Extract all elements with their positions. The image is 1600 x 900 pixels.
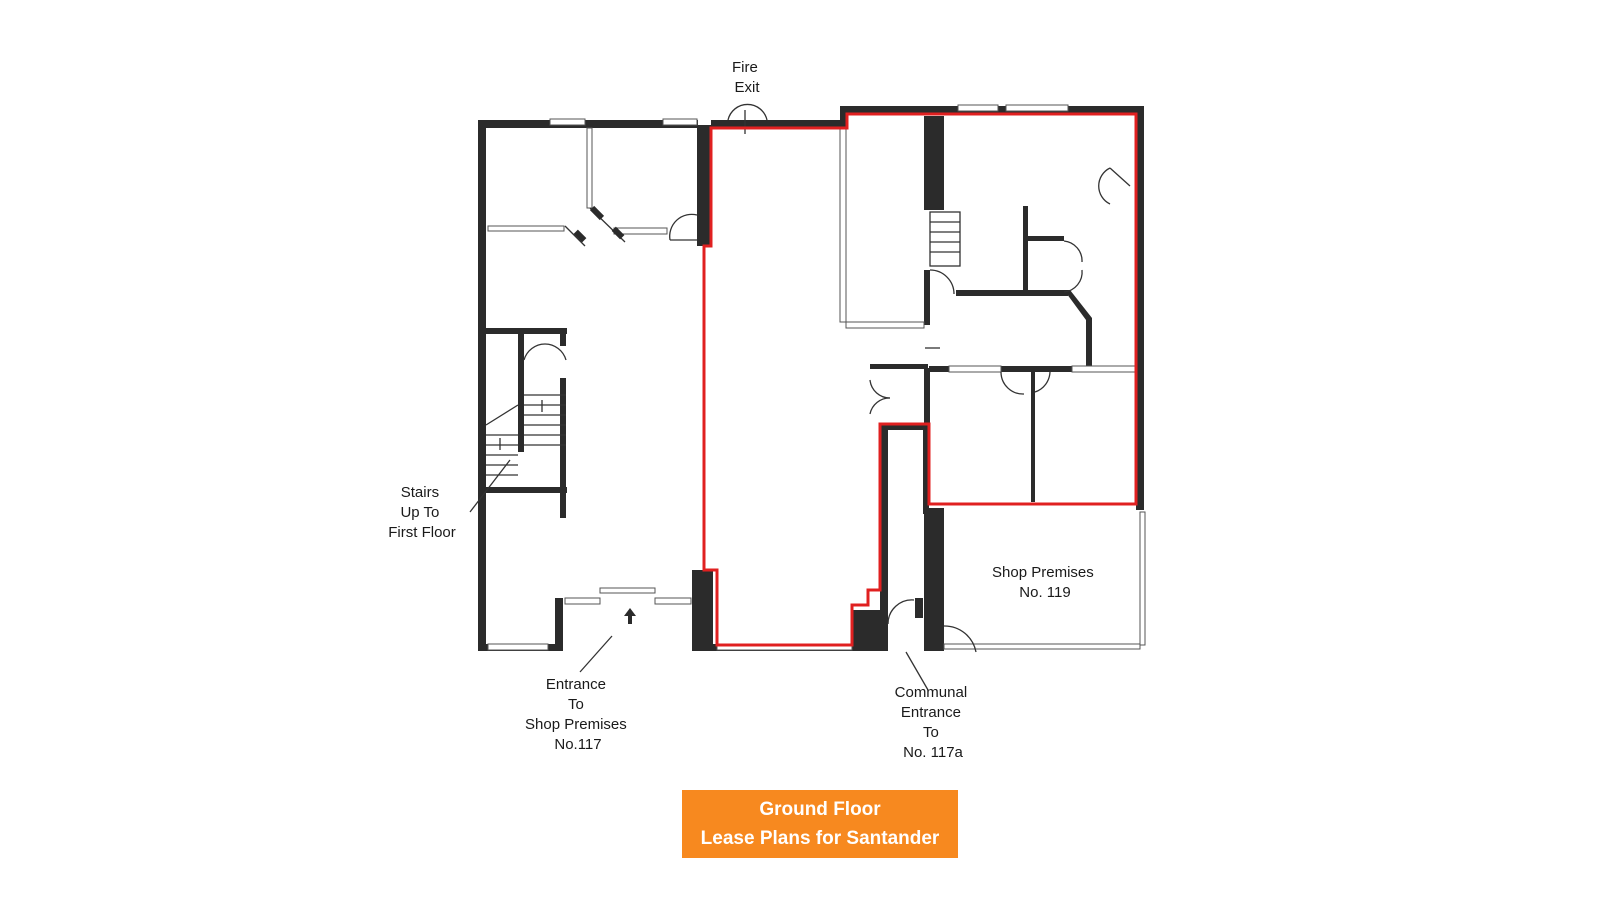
- doors-and-stairs: [485, 103, 1131, 653]
- entrance-117-label: Entrance To Shop Premises No.117: [525, 676, 631, 753]
- caption-line-1: Ground Floor: [759, 799, 881, 820]
- caption-line-2: Lease Plans for Santander: [700, 828, 940, 849]
- communal-entrance-label: Communal Entrance To No. 117a: [895, 684, 972, 761]
- caption-banner: Ground Floor Lease Plans for Santander: [682, 790, 958, 858]
- shop-119-label: Shop Premises No. 119: [992, 564, 1098, 601]
- lease-boundary: [702, 112, 1138, 647]
- windows: [487, 104, 1146, 651]
- stairs-label: Stairs Up To First Floor: [388, 484, 456, 541]
- fire-exit-label: Fire Exit: [732, 59, 762, 96]
- leader-lines: [469, 459, 929, 691]
